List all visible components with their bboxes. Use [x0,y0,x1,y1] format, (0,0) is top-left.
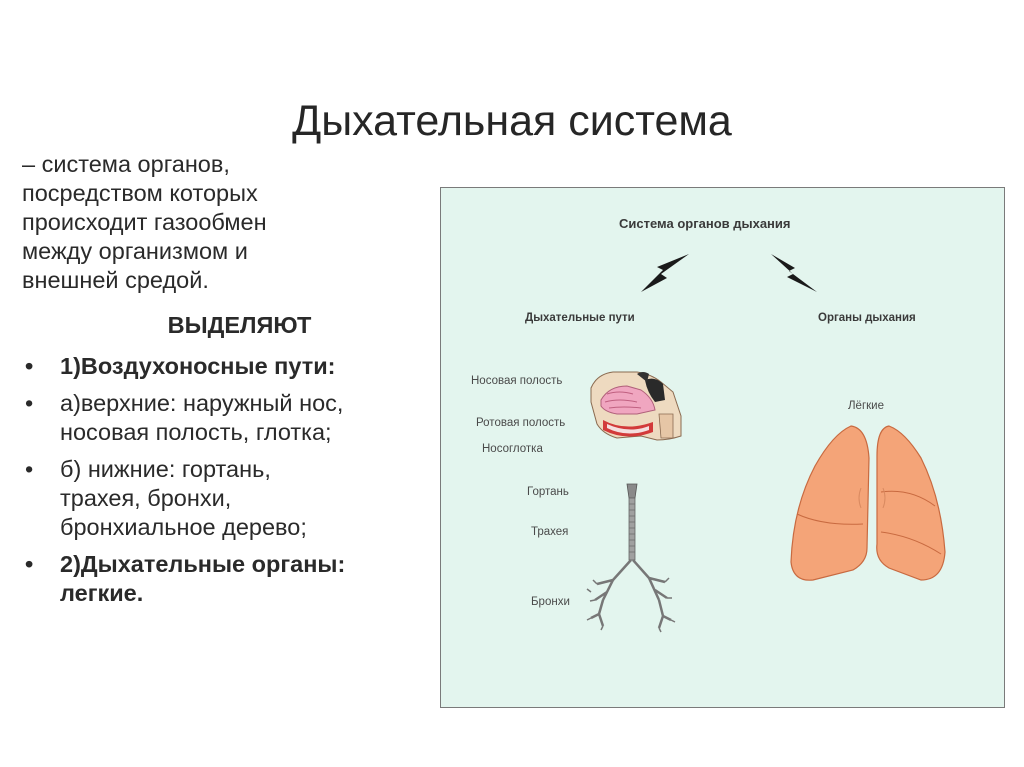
arrow-right-icon [771,254,817,292]
bullet-item: б) нижние: гортань, трахея, бронхи, брон… [22,455,447,542]
label-larynx: Гортань [527,486,569,498]
definition-text: – система органов, посредством которых п… [22,150,447,295]
bullet-line: носовая полость, глотка; [60,419,332,445]
bullet-line: а)верхние: наружный нос, [60,390,344,416]
organs-heading: Органы дыхания [818,312,916,324]
diagram-title: Система органов дыхания [619,216,791,231]
bullet-item: а)верхние: наружный нос, носовая полость… [22,389,447,447]
slide-title: Дыхательная система [292,96,732,145]
label-bronchi: Бронхи [531,596,570,608]
lungs-image [790,425,946,581]
respiratory-diagram: Система органов дыхания Дыхательные пути… [440,187,1005,708]
text-column: – система органов, посредством которых п… [22,150,447,616]
definition-line: внешней средой. [22,267,209,293]
label-nasopharynx: Носоглотка [482,443,543,455]
highlight-heading: ВЫДЕЛЯЮТ [167,312,312,338]
label-trachea: Трахея [531,526,569,538]
bullet-line: легкие. [60,580,144,606]
definition-line: происходит газообмен [22,209,267,235]
airway-image [586,483,676,633]
label-nasal-cavity: Носовая полость [471,375,563,387]
bullet-line: б) нижние: гортань, [60,456,271,482]
label-lungs: Лёгкие [848,400,884,412]
bullet-line: трахея, бронхи, [60,485,232,511]
definition-line: – система органов, [22,151,230,177]
arrow-left-icon [641,254,689,292]
diagram-graphics [586,254,946,633]
airways-heading: Дыхательные пути [525,312,635,324]
bullet-list: 1)Воздухоносные пути: а)верхние: наружны… [22,352,447,608]
bullet-line: бронхиальное дерево; [60,514,307,540]
head-section-image [590,371,682,441]
label-oral-cavity: Ротовая полость [476,417,566,429]
definition-line: посредством которых [22,180,258,206]
bullet-item: 2)Дыхательные органы: легкие. [22,550,447,608]
definition-line: между организмом и [22,238,248,264]
bullet-line: 2)Дыхательные органы: [60,551,346,577]
bullet-line: 1)Воздухоносные пути: [60,353,336,379]
bullet-item: 1)Воздухоносные пути: [22,352,447,381]
